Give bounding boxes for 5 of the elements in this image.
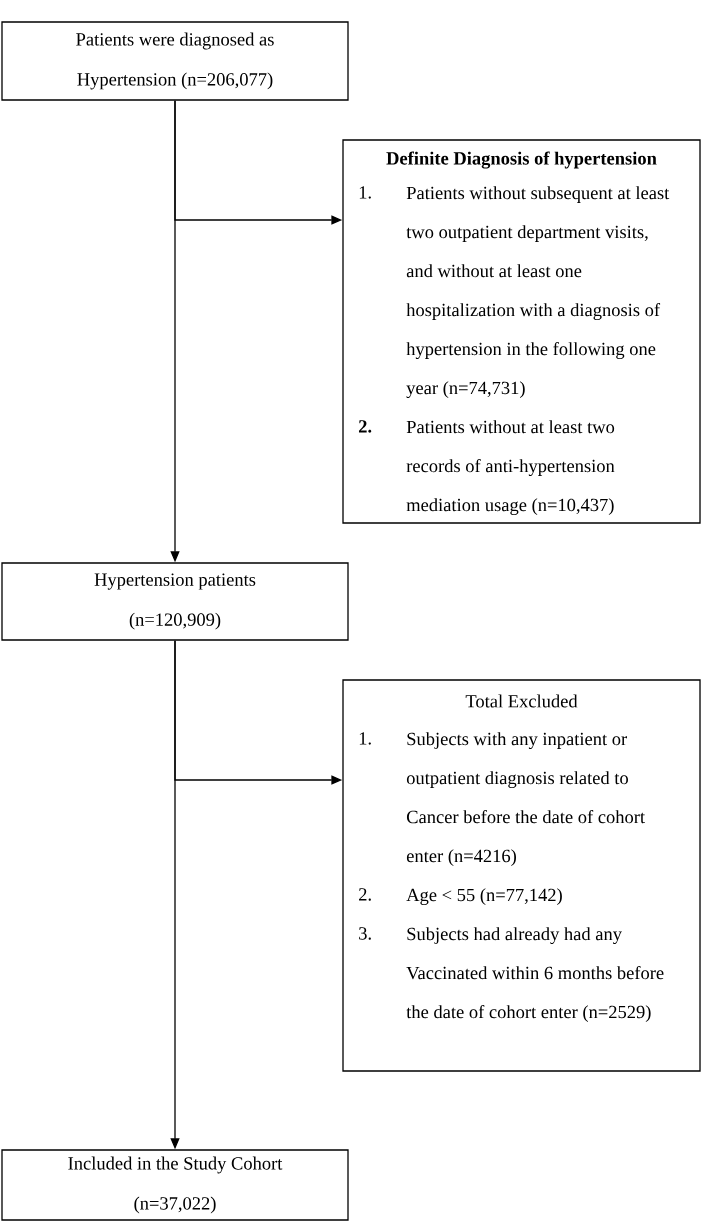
- process-box: Included in the Study Cohort (n=37,022): [1, 1149, 349, 1221]
- exclusion-box: Definite Diagnosis of hypertension 1. Patients without subsequent at least two outpatient department visits, and without at least one hospitalization with a diagnosis of hypertension in the following one year (n=74,731) 2. Patients without at least two records of anti-hypertension mediation usage (n=10,437): [342, 139, 701, 524]
- process-box: Patients were diagnosed as Hypertension (n=206,077): [1, 21, 349, 101]
- process-box: Hypertension patients (n=120,909): [1, 562, 349, 641]
- exclusion-box: Total Excluded 1. Subjects with any inpatient or outpatient diagnosis related to Cancer before the date of cohort enter (n=4216) 2. Age < 55 (n=77,142) 3. Subjects had already had any Vaccinated within 6 months before the date of cohort enter (n=2529): [342, 679, 701, 1072]
